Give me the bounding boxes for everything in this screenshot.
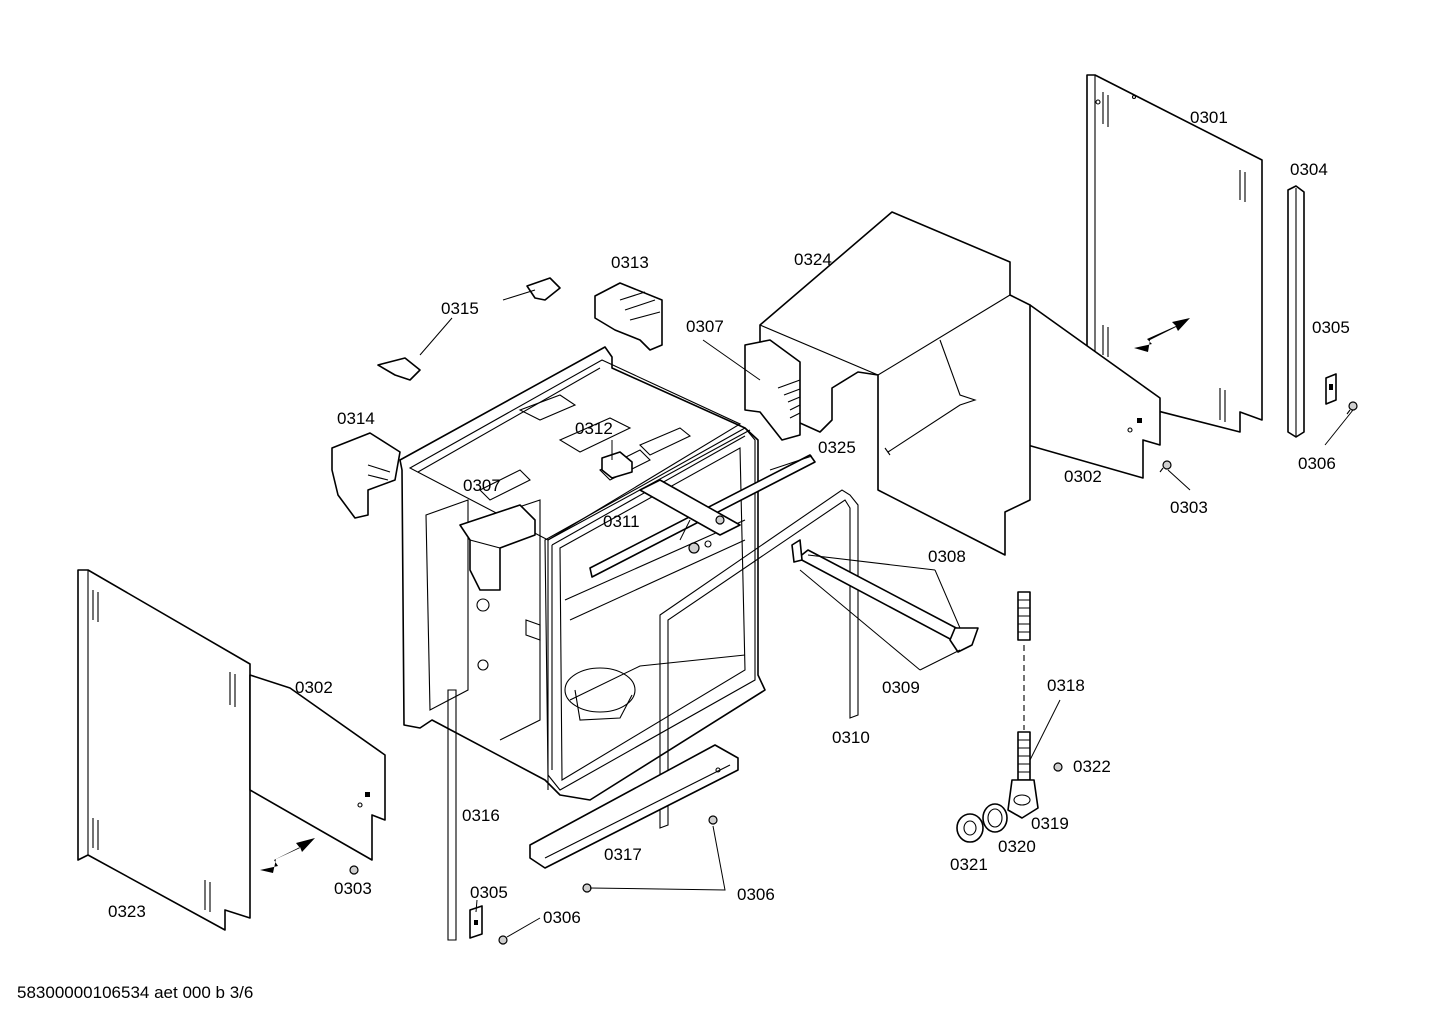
callout-0317: 0317: [604, 845, 642, 864]
callout-0321: 0321: [950, 855, 988, 874]
callout-0304: 0304: [1290, 160, 1328, 179]
direction-arrow-left: [260, 838, 315, 873]
callout-0311: 0311: [603, 512, 640, 531]
callout-0324: 0324: [794, 250, 832, 269]
clip-bottom: [469, 905, 483, 939]
callout-0322: 0322: [1073, 757, 1111, 776]
bracket-0312: [601, 451, 633, 479]
callout-0306-left: 0306: [543, 908, 581, 927]
callout-0301: 0301: [1190, 108, 1228, 127]
callout-0309: 0309: [882, 678, 920, 697]
bracket-0313: [594, 282, 663, 351]
callout-0323: 0323: [108, 902, 146, 921]
callout-0319: 0319: [1031, 814, 1069, 833]
screw-0322: [1053, 762, 1063, 772]
callout-0306-right: 0306: [1298, 454, 1336, 473]
back-wall-box: [744, 211, 1031, 556]
callout-0306-bottom: 0306: [737, 885, 775, 904]
seal-loop-0310: [659, 489, 859, 829]
callout-0302-left: 0302: [295, 678, 333, 697]
callouts: 0301 0302 0302 0303 0303 0304 0305 0305 …: [108, 108, 1350, 927]
screw-0303-right: [1159, 460, 1172, 473]
plate-0315-lower: [377, 357, 421, 381]
seal-strip-0316: [447, 689, 457, 941]
screw-0303-left: [349, 865, 359, 875]
rail-0311: [589, 454, 816, 578]
bracket-0307-left: [459, 504, 536, 591]
callout-0318: 0318: [1047, 676, 1085, 695]
callout-0302-right: 0302: [1064, 467, 1102, 486]
callout-0315: 0315: [441, 299, 479, 318]
screw-right: [1346, 401, 1358, 415]
callout-0313: 0313: [611, 253, 649, 272]
callout-0307-front: 0307: [463, 476, 501, 495]
plate-0315-upper: [526, 277, 561, 301]
callout-0320: 0320: [998, 837, 1036, 856]
callout-0303-right: 0303: [1170, 498, 1208, 517]
callout-0303-left: 0303: [334, 879, 372, 898]
callout-0312: 0312: [575, 419, 613, 438]
callout-0314: 0314: [337, 409, 375, 428]
callout-0316: 0316: [462, 806, 500, 825]
callout-0307-back: 0307: [686, 317, 724, 336]
leader-lines: [419, 289, 1354, 938]
trim-rail-right: [1287, 185, 1305, 438]
side-panel-left: [77, 569, 251, 931]
callout-0325: 0325: [818, 438, 856, 457]
plinth-0317: [529, 744, 739, 869]
bracket-0314: [331, 432, 401, 519]
callout-0310: 0310: [832, 728, 870, 747]
direction-arrow-right: [1134, 318, 1190, 352]
insulation-panel-left: [249, 674, 386, 861]
cap-0321: [956, 813, 984, 843]
elbow-0319: [1007, 779, 1039, 819]
tub-frame: [399, 346, 766, 801]
screws-0306-bottom: [498, 815, 718, 945]
clip-right: [1325, 373, 1337, 405]
tube-0308: [791, 539, 979, 653]
callout-0308: 0308: [928, 547, 966, 566]
callout-0305-right: 0305: [1312, 318, 1350, 337]
callout-0305-bottom: 0305: [470, 883, 508, 902]
nut-0320: [982, 803, 1008, 833]
drawing-reference-number: 58300000106534 aet 000 b 3/6: [17, 983, 253, 1002]
hose-0318: [1017, 591, 1031, 781]
